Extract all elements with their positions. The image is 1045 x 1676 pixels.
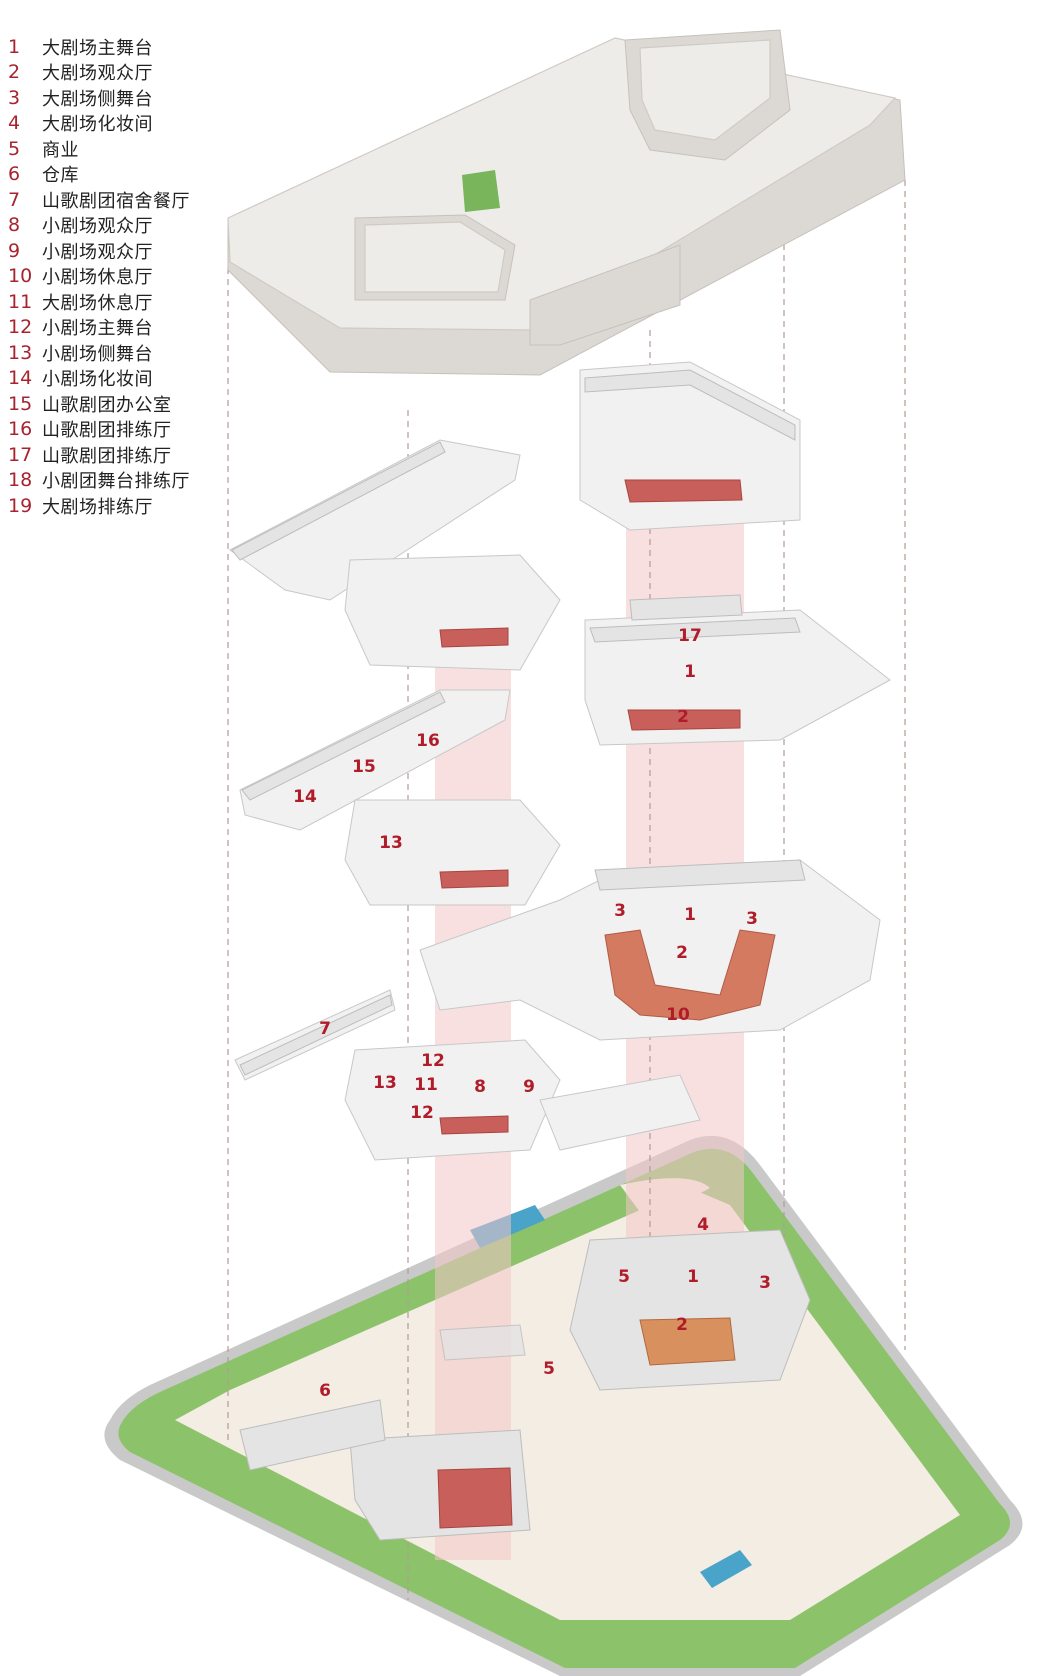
legend-number: 7 [8,188,21,211]
region-label: 2 [676,943,688,963]
level-3-left-layer [229,439,561,906]
roof-courtyard-green [462,170,500,212]
legend-item: 3 大剧场侧舞台 [8,85,218,111]
region-label: 12 [421,1051,445,1071]
legend-label: 大剧场化妆间 [42,114,153,136]
legend-number: 14 [8,367,33,390]
grand-auditorium-seating [604,929,776,1021]
legend-item: 2 大剧场观众厅 [8,60,218,86]
legend-label: 仓库 [42,165,79,187]
region-label: 9 [523,1077,535,1097]
legend-label: 大剧场主舞台 [42,37,153,59]
legend-number: 8 [8,214,21,237]
legend-item: 17 山歌剧团排练厅 [8,442,218,468]
legend-number: 6 [8,163,21,186]
level-1-layer [234,989,701,1161]
legend-number: 12 [8,316,33,339]
legend-item: 15 山歌剧团办公室 [8,391,218,417]
legend-number: 13 [8,341,33,364]
region-label: 8 [474,1077,486,1097]
legend-item: 8 小剧场观众厅 [8,213,218,239]
legend-item: 18 小剧团舞台排练厅 [8,468,218,494]
level-2-layer [419,859,881,1041]
legend-number: 15 [8,392,33,415]
region-label: 12 [410,1103,434,1123]
region-label: 1 [684,662,696,682]
region-label: 5 [618,1267,630,1287]
region-label: 4 [697,1215,709,1235]
legend-label: 大剧场排练厅 [42,496,153,518]
region-label: 3 [614,901,626,921]
region-label: 15 [352,757,376,777]
legend-item: 5 商业 [8,136,218,162]
legend-item: 19 大剧场排练厅 [8,493,218,519]
region-label: 3 [746,909,758,929]
region-labels: 17 1 2 16 15 14 13 3 1 3 2 10 7 12 13 11… [293,626,771,1401]
region-label: 17 [678,626,702,646]
legend-label: 大剧场侧舞台 [42,88,153,110]
region-label: 14 [293,787,317,807]
region-label: 1 [684,905,696,925]
legend-item: 12 小剧场主舞台 [8,315,218,341]
ground-level-buildings [239,1229,811,1541]
legend-item: 1 大剧场主舞台 [8,34,218,60]
legend-item: 7 山歌剧团宿舍餐厅 [8,187,218,213]
region-label: 13 [379,833,403,853]
legend-label: 小剧场观众厅 [42,241,153,263]
legend-label: 小剧团舞台排练厅 [42,471,190,493]
legend-number: 5 [8,137,21,160]
region-label: 10 [666,1005,690,1025]
region-label: 7 [319,1019,331,1039]
legend-label: 小剧场主舞台 [42,318,153,340]
legend-label: 小剧场侧舞台 [42,343,153,365]
legend-number: 19 [8,494,33,517]
legend-number: 3 [8,86,21,109]
region-label: 2 [676,1315,688,1335]
legend-item: 11 大剧场休息厅 [8,289,218,315]
legend-item: 14 小剧场化妆间 [8,366,218,392]
region-label: 3 [759,1273,771,1293]
level-4-layer [579,361,891,746]
legend-label: 山歌剧团办公室 [42,394,172,416]
legend-number: 11 [8,290,33,313]
legend-number: 17 [8,443,33,466]
legend-number: 1 [8,35,21,58]
legend-item: 9 小剧场观众厅 [8,238,218,264]
legend-label: 大剧场观众厅 [42,63,153,85]
region-label: 1 [687,1267,699,1287]
legend-label: 小剧场化妆间 [42,369,153,391]
region-label: 2 [677,707,689,727]
legend-item: 4 大剧场化妆间 [8,111,218,137]
legend-label: 大剧场休息厅 [42,292,153,314]
legend-item: 10 小剧场休息厅 [8,264,218,290]
site-ground-plate [104,1135,1023,1676]
legend-number: 10 [8,265,33,288]
legend-label: 小剧场观众厅 [42,216,153,238]
legend-item: 6 仓库 [8,162,218,188]
legend-label: 山歌剧团宿舍餐厅 [42,190,190,212]
legend-number: 9 [8,239,21,262]
legend-label: 山歌剧团排练厅 [42,420,172,442]
legend-item: 13 小剧场侧舞台 [8,340,218,366]
region-label: 13 [373,1073,397,1093]
legend-label: 山歌剧团排练厅 [42,445,172,467]
legend-item: 16 山歌剧团排练厅 [8,417,218,443]
grand-auditorium-ground [639,1317,736,1366]
legend-label: 小剧场休息厅 [42,267,153,289]
region-label: 5 [543,1359,555,1379]
legend-number: 16 [8,418,33,441]
region-label: 6 [319,1381,331,1401]
region-label: 11 [414,1075,438,1095]
legend-number: 4 [8,112,21,135]
roof-layer [227,29,906,376]
legend-number: 2 [8,61,21,84]
legend-label: 商业 [42,139,79,161]
region-label: 16 [416,731,440,751]
legend-number: 18 [8,469,33,492]
